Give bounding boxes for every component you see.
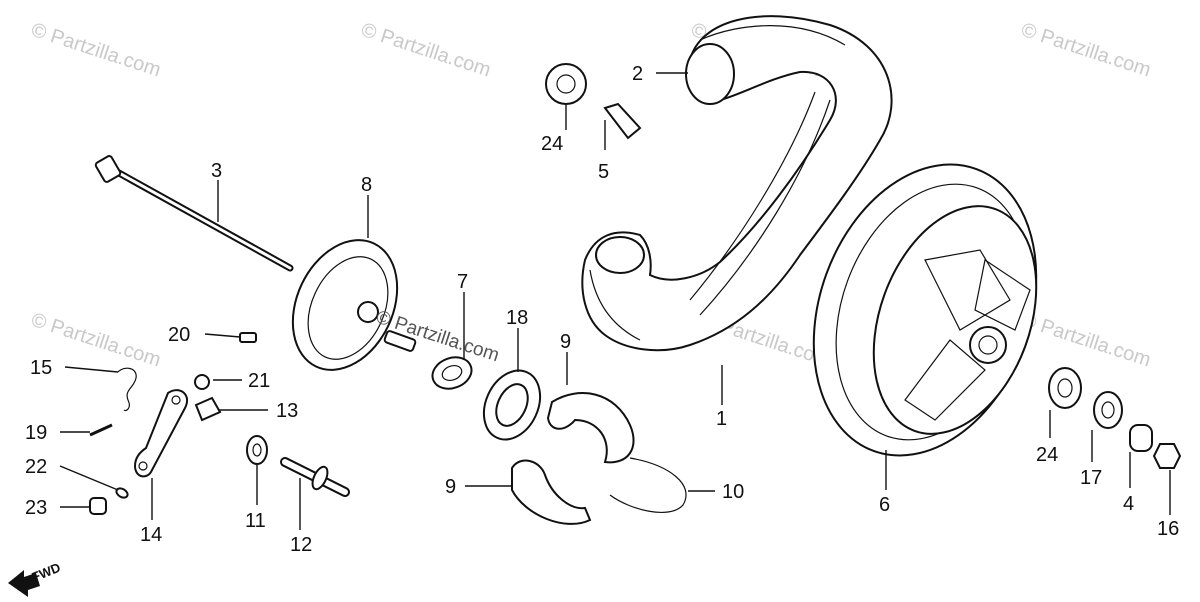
callout-13: 13 <box>276 400 298 422</box>
shoe-spring-part-10 <box>609 457 687 513</box>
callout-9-upper: 9 <box>560 331 571 353</box>
washer-part-13 <box>194 396 222 422</box>
callout-15: 15 <box>30 357 52 379</box>
callouts: 1 2 3 4 5 6 7 8 9 9 10 11 12 13 14 15 16… <box>25 63 1179 556</box>
callout-8: 8 <box>361 174 372 196</box>
callout-24-top: 24 <box>541 133 563 155</box>
brake-shoe-lower-part-9 <box>511 459 592 525</box>
bearing-part-24-right <box>1048 367 1082 409</box>
callout-7: 7 <box>457 271 468 293</box>
callout-23: 23 <box>25 497 47 519</box>
watermark: © Partzilla.com <box>28 19 163 82</box>
callout-1: 1 <box>716 408 727 430</box>
callout-20: 20 <box>168 324 190 346</box>
brake-arm-part-14 <box>133 389 188 478</box>
callout-19: 19 <box>25 422 47 444</box>
callout-18: 18 <box>506 307 528 329</box>
bolt-part-20 <box>239 332 257 343</box>
callout-21: 21 <box>248 370 270 392</box>
callout-6: 6 <box>879 494 890 516</box>
brake-shoe-upper-part-9 <box>546 392 635 464</box>
pin-part-22 <box>115 487 129 499</box>
callout-14: 14 <box>140 524 162 546</box>
dust-seal-part-18 <box>482 369 542 441</box>
nut-part-16 <box>1152 443 1182 469</box>
axle-part-3 <box>94 155 294 272</box>
callout-4: 4 <box>1123 493 1134 515</box>
valve-part-5 <box>603 102 642 140</box>
forward-direction-label: FWD <box>30 560 63 585</box>
brake-cam-part-12 <box>280 457 350 497</box>
bearing-part-24-top <box>545 63 587 105</box>
callout-11: 11 <box>245 510 266 532</box>
washer-part-11 <box>246 435 268 465</box>
callout-10: 10 <box>722 481 744 503</box>
callout-2: 2 <box>632 63 643 85</box>
callout-5: 5 <box>598 161 609 183</box>
callout-17: 17 <box>1080 467 1102 489</box>
nut-part-21 <box>194 374 210 390</box>
brake-panel-part-8 <box>291 239 417 371</box>
seal-part-17 <box>1093 391 1123 429</box>
cap-part-23 <box>89 497 107 515</box>
callout-3: 3 <box>211 160 222 182</box>
watermark: © Partzilla.com <box>1018 309 1153 372</box>
callout-24-right: 24 <box>1036 444 1058 466</box>
pin-part-19 <box>89 423 113 437</box>
callout-12: 12 <box>290 534 312 556</box>
tire-part-1 <box>581 15 893 352</box>
callout-22: 22 <box>25 456 47 478</box>
watermark: © Partzilla.com <box>1018 19 1153 82</box>
speedo-gear-part-7 <box>431 356 473 390</box>
spring-part-15 <box>117 367 137 412</box>
collar-part-4 <box>1129 424 1153 452</box>
callout-16: 16 <box>1157 518 1179 540</box>
watermark: © Partzilla.com <box>358 19 493 82</box>
callout-9-lower: 9 <box>445 476 456 498</box>
wheel-rim-part-6 <box>812 163 1038 457</box>
forward-arrow-icon: FWD <box>8 560 63 597</box>
leader-lines <box>59 72 1171 530</box>
